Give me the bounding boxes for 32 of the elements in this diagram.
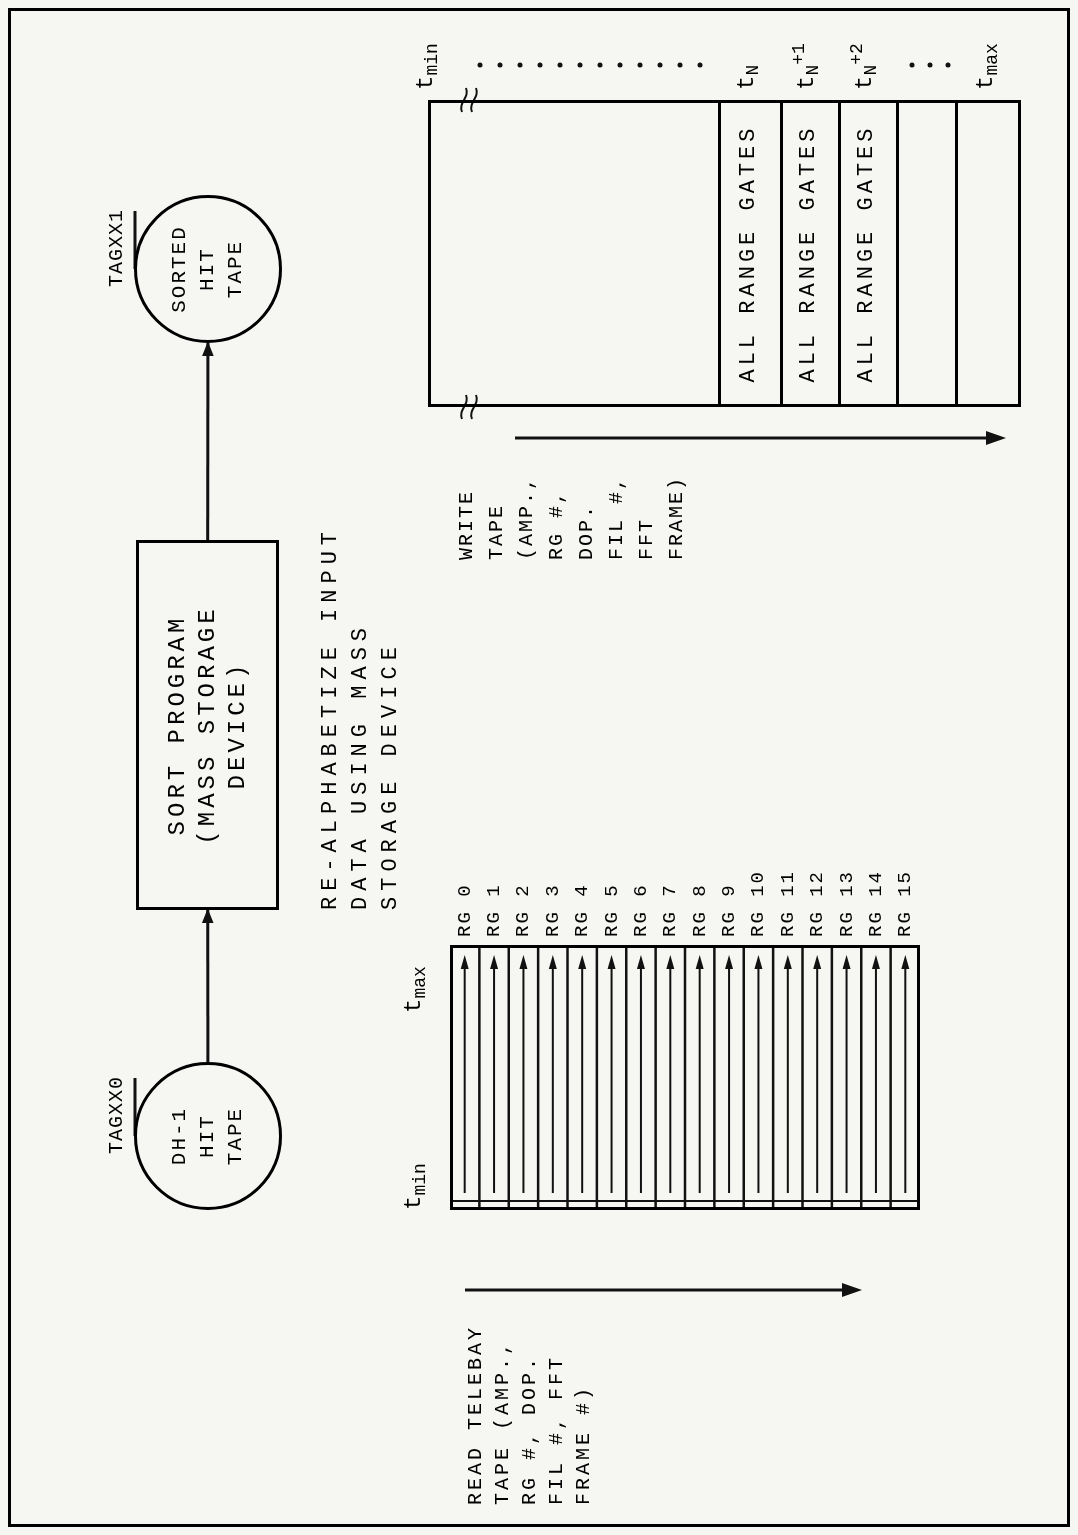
row-label: RG 3	[540, 883, 565, 937]
tape-label: TAGXX0	[104, 1076, 129, 1156]
row-label: RG 14	[863, 870, 888, 937]
row-label: RG 7	[658, 883, 683, 937]
row-label: RG 15	[893, 870, 918, 937]
row-label: RG 9	[717, 883, 742, 937]
node-text: DH-1 HIT TAPE	[167, 1105, 248, 1168]
tape-record-grid	[450, 945, 920, 1210]
cell-text: ALL RANGE GATES	[853, 124, 880, 383]
note-text: WRITE TAPE (AMP., RG #, DOP. FIL #, FFT FRAME)	[454, 475, 689, 560]
row-label: RG 1	[482, 883, 507, 937]
node-text: SORT PROGRAM (MASS STORAGE DEVICE)	[162, 604, 252, 847]
arrow	[201, 341, 214, 540]
tape-label: TAGXX1	[104, 209, 129, 289]
node-text: SORTED HIT TAPE	[167, 224, 248, 315]
cell-text: ALL RANGE GATES	[735, 124, 762, 383]
row-label: RG 13	[834, 870, 859, 937]
row-label: RG 8	[687, 883, 712, 937]
row-label: RG 11	[775, 870, 800, 937]
row-label: RG 6	[628, 883, 653, 937]
row-label: RG 2	[511, 883, 536, 937]
row-label: RG 4	[570, 883, 595, 937]
arrow	[201, 908, 214, 1062]
note-text: RE-ALPHABETIZE INPUT DATA USING MASS STORAGE DEVICE	[317, 525, 404, 910]
row-label: RG 0	[452, 883, 477, 937]
row-label: RG 10	[746, 870, 771, 937]
tape-record-grid	[428, 100, 1021, 407]
note-text: READ TELEBAY TAPE (AMP., RG #, DOP. FIL #, FFT FRAME #)	[463, 1323, 596, 1505]
row-label: RG 5	[599, 883, 624, 937]
cell-text: ALL RANGE GATES	[795, 124, 822, 383]
row-label: RG 12	[805, 870, 830, 937]
process-box	[136, 540, 279, 910]
